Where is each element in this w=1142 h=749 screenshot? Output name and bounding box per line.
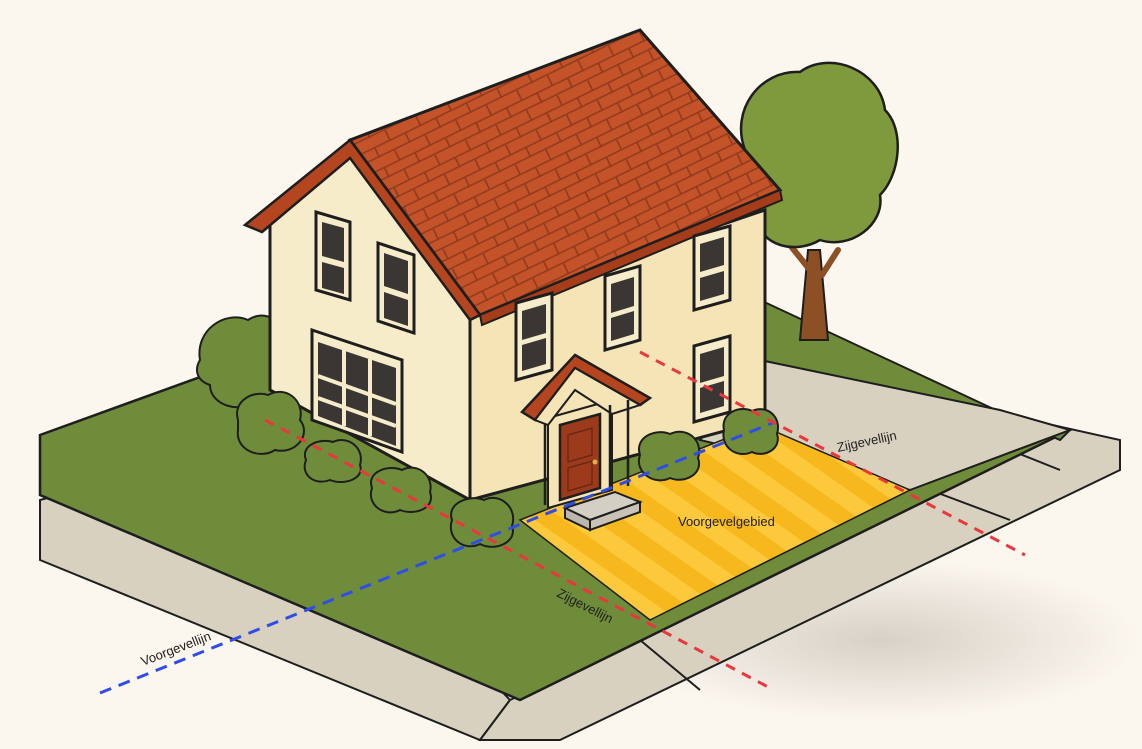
label-front-area: Voorgevelgebied — [678, 514, 775, 529]
window-left-upper-1 — [316, 212, 350, 300]
window-left-upper-2 — [378, 243, 414, 333]
window-front-middle — [516, 293, 552, 380]
window-front-lower — [694, 336, 730, 422]
window-front-upper-2 — [694, 226, 730, 310]
window-front-upper-1 — [605, 266, 640, 350]
